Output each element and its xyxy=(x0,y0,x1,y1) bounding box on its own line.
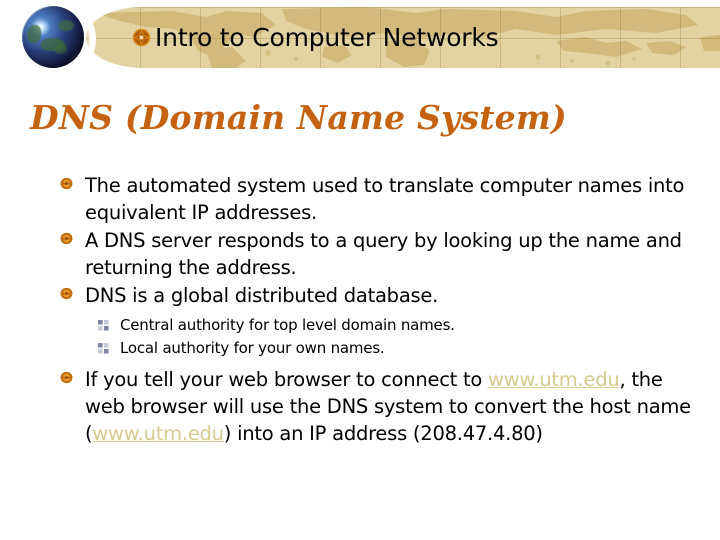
orange-disc-bullet-icon xyxy=(60,172,85,190)
list-item: The automated system used to translate c… xyxy=(60,172,700,226)
orange-disc-bullet-icon xyxy=(60,282,85,300)
link-www-utm-edu-2[interactable]: www.utm.edu xyxy=(92,422,224,445)
sub-list-item: Central authority for top level domain n… xyxy=(98,315,700,336)
list-item: A DNS server responds to a query by look… xyxy=(60,227,700,281)
list-item-text: A DNS server responds to a query by look… xyxy=(85,229,682,279)
orange-disc-bullet-icon xyxy=(60,366,85,384)
world-map-watermark xyxy=(94,7,720,68)
list-item-with-links: If you tell your web browser to connect … xyxy=(60,366,700,447)
gray-squares-bullet-icon xyxy=(98,338,120,354)
link-www-utm-edu-1[interactable]: www.utm.edu xyxy=(488,368,620,391)
list-item: DNS is a global distributed database. xyxy=(60,282,700,309)
list-item-text: The automated system used to translate c… xyxy=(85,174,685,224)
compass-rose-icon xyxy=(132,28,151,47)
slide-header: Intro to Computer Networks xyxy=(0,0,720,80)
final-text-part-3: ) into an IP address (208.47.4.80) xyxy=(223,422,543,445)
slide-body: The automated system used to translate c… xyxy=(60,172,700,448)
final-text-part-1: If you tell your web browser to connect … xyxy=(85,368,489,391)
header-title: Intro to Computer Networks xyxy=(155,23,499,52)
map-graticule xyxy=(86,7,720,68)
list-item-text: If you tell your web browser to connect … xyxy=(85,366,700,447)
sub-list-item: Local authority for your own names. xyxy=(98,338,700,359)
header-title-group: Intro to Computer Networks xyxy=(132,7,499,68)
sub-list-item-text: Local authority for your own names. xyxy=(120,339,385,357)
globe-icon xyxy=(22,6,84,68)
orange-disc-bullet-icon xyxy=(60,227,85,245)
final-text-part-2: , the web browser will use the DNS syste… xyxy=(85,368,691,445)
page-title: DNS (Domain Name System) xyxy=(30,98,567,137)
header-banner: Intro to Computer Networks xyxy=(86,7,720,68)
sub-list: Central authority for top level domain n… xyxy=(98,315,700,359)
list-item-text: DNS is a global distributed database. xyxy=(85,284,439,307)
gray-squares-bullet-icon xyxy=(98,315,120,331)
sub-list-item-text: Central authority for top level domain n… xyxy=(120,316,455,334)
